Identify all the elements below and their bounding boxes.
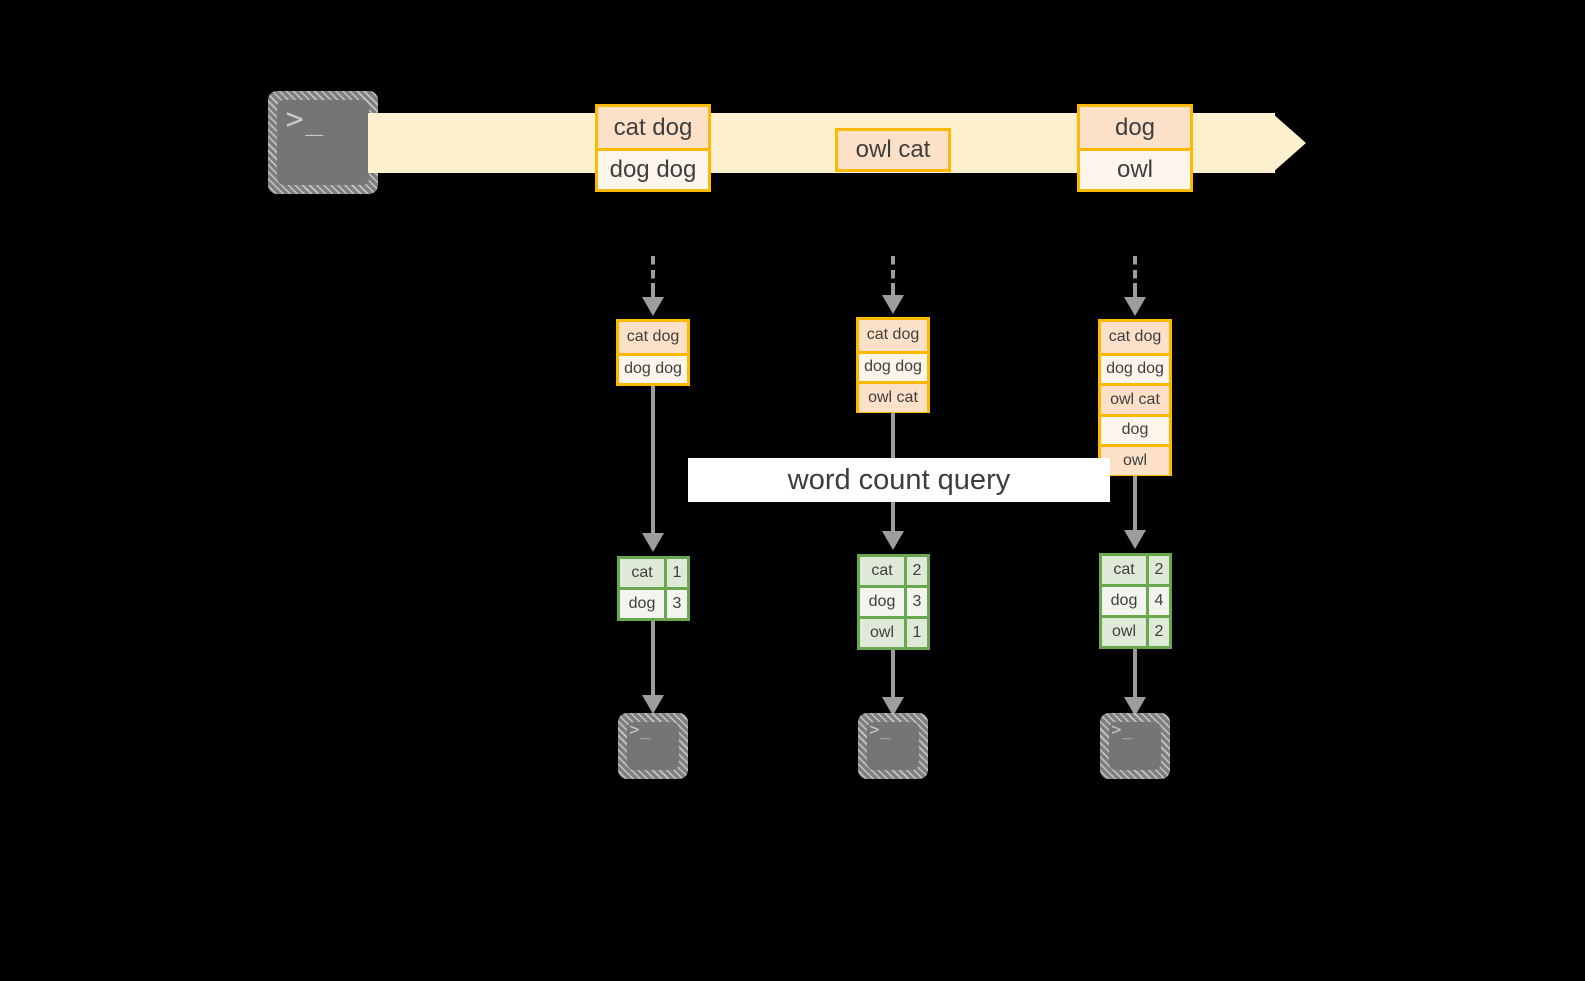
result-word: dog [860, 588, 904, 616]
query-connector-arrowhead [882, 531, 904, 550]
stream-record-line: cat dog [598, 107, 708, 148]
snapshot-input-line: dog [1101, 413, 1169, 444]
snapshot-input-line: owl [1101, 444, 1169, 475]
terminal-icon[interactable]: >_ [268, 91, 378, 194]
snapshot-input-line: cat dog [1101, 322, 1169, 353]
terminal-screen [867, 722, 919, 770]
sink-connector-arrowhead [642, 695, 664, 714]
stream-record[interactable]: cat dog dog dog [595, 104, 711, 192]
stream-record-line: owl cat [838, 131, 948, 169]
result-word: owl [860, 619, 904, 647]
stream-record-line: dog [1080, 107, 1190, 148]
result-count: 3 [664, 590, 687, 618]
stream-tap-connector [1133, 283, 1137, 301]
table-row: owl 1 [860, 616, 927, 647]
result-word: cat [1102, 556, 1146, 584]
sink-connector-arrowhead [1124, 697, 1146, 716]
terminal-icon[interactable]: >_ [858, 713, 928, 779]
sink-connector [1133, 649, 1137, 702]
event-stream-arrowhead [1272, 113, 1306, 173]
snapshot-input-line: dog dog [859, 350, 927, 381]
table-row: cat 2 [1102, 556, 1169, 584]
table-row: cat 1 [620, 559, 687, 587]
stream-tap-arrowhead [642, 297, 664, 316]
query-connector [1133, 476, 1137, 533]
stream-tap-arrowhead [882, 295, 904, 314]
stream-tap-connector [1133, 256, 1137, 286]
result-table[interactable]: cat 2 dog 4 owl 2 [1099, 553, 1172, 649]
result-table[interactable]: cat 2 dog 3 owl 1 [857, 554, 930, 650]
snapshot-input-line: owl cat [859, 381, 927, 412]
terminal-screen [1109, 722, 1161, 770]
snapshot-input-line: dog dog [619, 352, 687, 383]
stream-tap-connector [891, 256, 895, 286]
snapshot-input-table[interactable]: cat dog dog dog owl cat [856, 317, 930, 413]
stream-tap-connector [651, 256, 655, 286]
snapshot-input-line: cat dog [859, 320, 927, 351]
terminal-screen [627, 722, 679, 770]
stream-tap-connector [651, 283, 655, 301]
terminal-prompt-glyph: >_ [1111, 720, 1134, 741]
stream-record-line: owl [1080, 148, 1190, 189]
result-count: 1 [664, 559, 687, 587]
query-connector-arrowhead [1124, 530, 1146, 549]
table-row: dog 4 [1102, 584, 1169, 615]
query-connector-arrowhead [642, 533, 664, 552]
query-banner: word count query [688, 458, 1110, 502]
result-count: 2 [1146, 556, 1169, 584]
table-row: dog 3 [620, 587, 687, 618]
snapshot-input-table[interactable]: cat dog dog dog owl cat dog owl [1098, 319, 1172, 476]
sink-connector [891, 650, 895, 702]
sink-connector-arrowhead [882, 697, 904, 716]
snapshot-input-table[interactable]: cat dog dog dog [616, 319, 690, 386]
terminal-prompt-glyph: >_ [629, 720, 652, 741]
stream-record-line: dog dog [598, 148, 708, 189]
terminal-prompt-glyph: >_ [285, 102, 325, 138]
result-table[interactable]: cat 1 dog 3 [617, 556, 690, 621]
snapshot-input-line: cat dog [619, 322, 687, 353]
table-row: owl 2 [1102, 615, 1169, 646]
result-word: owl [1102, 618, 1146, 646]
query-connector [651, 386, 655, 536]
terminal-icon[interactable]: >_ [1100, 713, 1170, 779]
result-word: dog [620, 590, 664, 618]
sink-connector [651, 621, 655, 699]
result-word: dog [1102, 587, 1146, 615]
table-row: cat 2 [860, 557, 927, 585]
result-count: 1 [904, 619, 927, 647]
result-count: 2 [904, 557, 927, 585]
result-word: cat [620, 559, 664, 587]
terminal-prompt-glyph: >_ [869, 720, 892, 741]
terminal-screen [277, 100, 369, 185]
table-row: dog 3 [860, 585, 927, 616]
query-banner-label: word count query [787, 463, 1011, 496]
result-count: 2 [1146, 618, 1169, 646]
result-count: 3 [904, 588, 927, 616]
stream-tap-connector [891, 283, 895, 299]
stream-tap-arrowhead [1124, 297, 1146, 316]
terminal-icon[interactable]: >_ [618, 713, 688, 779]
stream-record[interactable]: owl cat [835, 128, 951, 172]
result-count: 4 [1146, 587, 1169, 615]
snapshot-input-line: owl cat [1101, 383, 1169, 414]
snapshot-input-line: dog dog [1101, 352, 1169, 383]
result-word: cat [860, 557, 904, 585]
stream-record[interactable]: dog owl [1077, 104, 1193, 192]
